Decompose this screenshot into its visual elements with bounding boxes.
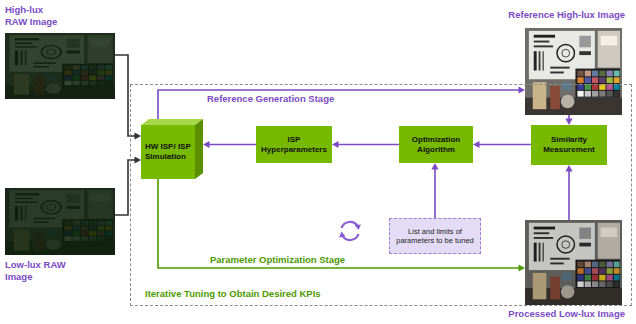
image-caption: Processed Low-lux Image [508,308,625,320]
connector-arrow [158,86,525,119]
image-node: Processed Low-lux Image [525,220,622,305]
reference-image [525,28,622,115]
processed-image [525,220,622,305]
stage-label: Parameter Optimization Stage [208,254,347,265]
image-node: Reference High-lux Image [525,28,622,115]
connector-arrow [115,55,141,140]
connector-arrow [565,115,572,125]
image-node: Low-lux RAW Image [5,188,115,255]
isp-block: HW ISP/ ISP Simulation [141,119,203,179]
tuning-region: Iterative Tuning to Obtain Desired KPIs H… [130,84,632,306]
image-caption: Reference High-lux Image [508,9,625,21]
image-caption: Low-lux RAW Image [5,259,67,284]
process-box: Similarity Measurement [531,125,607,165]
box-label: Optimization Algorithm [402,135,470,154]
stage-label: Reference Generation Stage [205,93,336,104]
connector-arrow [332,141,399,148]
box-label: List and limits of parameters to be tune… [393,227,477,246]
raw-image [5,33,115,99]
cycle-icon [339,222,361,240]
constraint-box: List and limits of parameters to be tune… [389,218,481,254]
connector-arrow [431,163,438,218]
image-caption: High-lux RAW Image [5,4,67,29]
image-node: High-lux RAW Image [5,33,115,99]
raw-image [5,188,115,255]
box-label: HW ISP/ ISP Simulation [145,142,193,161]
connector-arrow [473,141,531,148]
connector-arrow [565,165,572,220]
process-box: ISP Hyperparameters [256,126,332,163]
connector-arrow [158,179,525,272]
region-title: Iterative Tuning to Obtain Desired KPIs [145,288,321,299]
connector-arrow [203,141,256,148]
process-box: Optimization Algorithm [399,126,473,163]
connector-arrow [115,156,141,215]
box-label: Similarity Measurement [534,135,604,154]
box-label: ISP Hyperparameters [259,135,329,154]
